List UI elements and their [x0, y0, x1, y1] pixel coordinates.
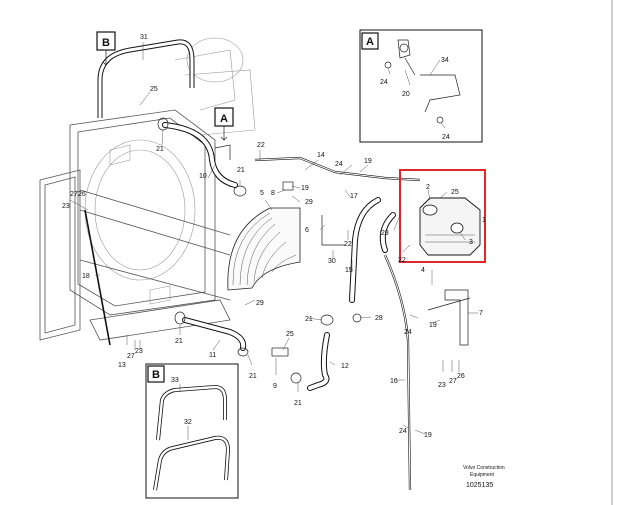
callout-21: 21 — [175, 338, 183, 345]
callout-29: 29 — [305, 199, 313, 206]
rod-18 — [84, 209, 111, 346]
callout-29: 29 — [256, 300, 264, 307]
callout-19: 19 — [301, 185, 309, 192]
callout-20: 20 — [402, 91, 410, 98]
callout-1: 1 — [482, 217, 486, 224]
callout-16: 16 — [390, 378, 398, 385]
callout-21: 21 — [156, 146, 164, 153]
callout-24: 24 — [380, 79, 388, 86]
callout-17: 17 — [350, 193, 358, 200]
radiator-frame — [39, 37, 256, 341]
callout-32: 32 — [184, 419, 192, 426]
callout-15: 15 — [345, 267, 353, 274]
inset-b: B 33 32 — [145, 363, 239, 499]
callout-23: 23 — [438, 382, 446, 389]
svg-text:A: A — [366, 36, 374, 48]
callout-27: 27 — [70, 191, 78, 198]
callout-24: 24 — [404, 329, 412, 336]
callout-19: 19 — [429, 322, 437, 329]
callout-25: 25 — [286, 331, 294, 338]
callout-labels: 31 25 21 10 21 22 14 24 19 8 19 29 17 5 … — [62, 34, 486, 439]
callout-19: 19 — [364, 158, 372, 165]
svg-text:B: B — [152, 369, 160, 381]
callout-34: 34 — [441, 57, 449, 64]
view-marker-b-main: B — [96, 31, 116, 66]
callout-4: 4 — [421, 267, 425, 274]
callout-24: 24 — [442, 134, 450, 141]
callout-10: 10 — [199, 173, 207, 180]
callout-22: 22 — [344, 241, 352, 248]
footer-brand-sub: Equipment — [470, 472, 495, 478]
footer-stamp: Volvo Construction Equipment 1025135 — [463, 465, 505, 489]
hoses — [162, 122, 421, 491]
leader-lines — [69, 42, 478, 435]
callout-23: 23 — [62, 203, 70, 210]
callout-3: 3 — [469, 239, 473, 246]
callout-8: 8 — [271, 190, 275, 197]
callout-21: 21 — [249, 373, 257, 380]
callout-22: 22 — [257, 142, 265, 149]
callout-19: 19 — [424, 432, 432, 439]
callout-12: 12 — [341, 363, 349, 370]
callout-13: 13 — [118, 362, 126, 369]
callout-28: 28 — [381, 230, 389, 237]
callout-21: 21 — [305, 316, 313, 323]
callout-27: 27 — [449, 378, 457, 385]
drawing-number: 1025135 — [466, 482, 493, 489]
callout-26: 26 — [457, 373, 465, 380]
callout-21: 21 — [294, 400, 302, 407]
callout-26: 26 — [78, 191, 86, 198]
callout-14: 14 — [317, 152, 325, 159]
callout-24: 24 — [335, 161, 343, 168]
bracket-7 — [427, 289, 471, 346]
callout-28: 28 — [375, 315, 383, 322]
callout-24: 24 — [399, 428, 407, 435]
callout-6: 6 — [305, 227, 309, 234]
callout-25: 25 — [150, 86, 158, 93]
callout-22: 22 — [398, 257, 406, 264]
svg-text:A: A — [220, 113, 228, 125]
callout-33: 33 — [171, 377, 179, 384]
callout-18: 18 — [82, 273, 90, 280]
callout-25: 25 — [451, 189, 459, 196]
svg-text:B: B — [102, 37, 110, 49]
callout-9: 9 — [273, 383, 277, 390]
inset-a: A 34 24 20 24 — [359, 29, 483, 143]
callout-7: 7 — [479, 310, 483, 317]
callout-23: 23 — [135, 348, 143, 355]
footer-brand: Volvo Construction — [463, 465, 505, 471]
callout-11: 11 — [209, 352, 216, 359]
callout-31: 31 — [140, 34, 148, 41]
expansion-tank-assembly — [399, 169, 486, 263]
view-marker-a-main: A — [214, 107, 234, 141]
callout-27: 27 — [127, 353, 135, 360]
guard-bar-31 — [97, 39, 195, 118]
fan-shroud-5 — [227, 207, 301, 291]
callout-21: 21 — [237, 167, 245, 174]
callout-30: 30 — [328, 258, 336, 265]
callout-5: 5 — [260, 190, 264, 197]
callout-2: 2 — [426, 184, 430, 191]
highlight-box — [399, 169, 486, 263]
